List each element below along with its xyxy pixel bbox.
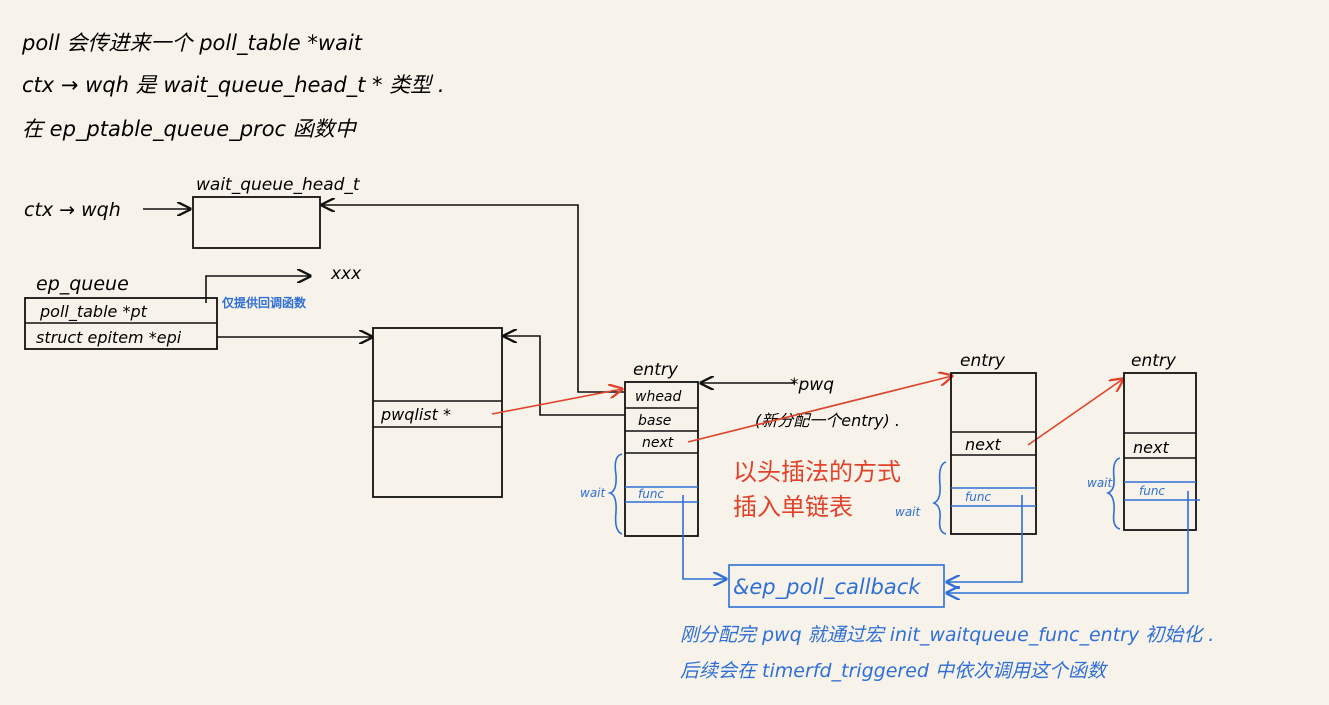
bottom-note-line-2: 后续会在 timerfd_triggered 中依次调用这个函数 [680,660,1109,682]
entry2-next: next [965,435,1001,454]
base-to-epitem-arrow [504,336,625,416]
note-line-2: ctx → wqh 是 wait_queue_head_t * 类型 . [22,73,445,98]
entry2-box [950,372,1037,535]
note-line-1: poll 会传进来一个 poll_table *wait [21,31,363,56]
entry2-to-entry3-arrow [1027,379,1123,446]
wqh-box [192,196,321,249]
callback-box [728,564,945,608]
entry-main-wait-brace [607,453,623,535]
bottom-note-line-1: 刚分配完 pwq 就通过宏 init_waitqueue_func_entry … [680,624,1214,646]
entry2-title: entry [960,351,1006,371]
entry3-title: entry [1131,351,1177,371]
entry3-func: func [1139,484,1165,498]
epitem-field-pwqlist: pwqlist * [380,405,451,424]
entry-main-func: func [638,487,664,501]
entry3-wait-brace [1105,457,1121,530]
ep-queue-field-epi: struct epitem *epi [36,328,182,347]
pwqlist-to-entry-arrow [491,389,622,415]
entry-main-title: entry [633,360,679,380]
entry-main-field-next: next [642,435,674,451]
entry2-func-to-callback [947,495,1023,582]
entry-main-field-whead: whead [635,389,682,405]
ep-queue-field-pt: poll_table *pt [39,302,148,322]
callback-label: &ep_poll_callback [733,575,921,600]
entry2-wait-brace [931,461,947,535]
ep-queue-note: 仅提供回调函数 [221,295,307,310]
entry3-wait: wait [1087,476,1114,490]
note-line-3: 在 ep_ptable_queue_proc 函数中 [22,117,358,142]
entry-main-func-to-callback [682,495,726,579]
pwq-label: *pwq [790,375,834,395]
wqh-type-label: wait_queue_head_t [196,175,361,195]
wqh-pointer-label: ctx → wqh [24,199,121,221]
entry3-box [1123,372,1197,531]
entry3-func-to-callback [947,491,1189,593]
entry3-next: next [1133,438,1169,457]
ep-queue-title: ep_queue [36,273,129,295]
entry-main-box [624,381,699,537]
xxx-label: xxx [330,264,362,284]
entry-main-field-base: base [638,413,671,429]
next-to-entry2-arrow [687,376,952,443]
entry-main-wait: wait [580,486,607,500]
entry2-func: func [965,490,991,504]
insert-note-line-1: 以头插法的方式 [733,458,901,486]
entry2-wait: wait [895,505,922,519]
whead-to-wqh-arrow [322,205,625,393]
insert-note-line-2: 插入单链表 [733,493,853,521]
pt-to-xxx-arrow [205,276,310,303]
